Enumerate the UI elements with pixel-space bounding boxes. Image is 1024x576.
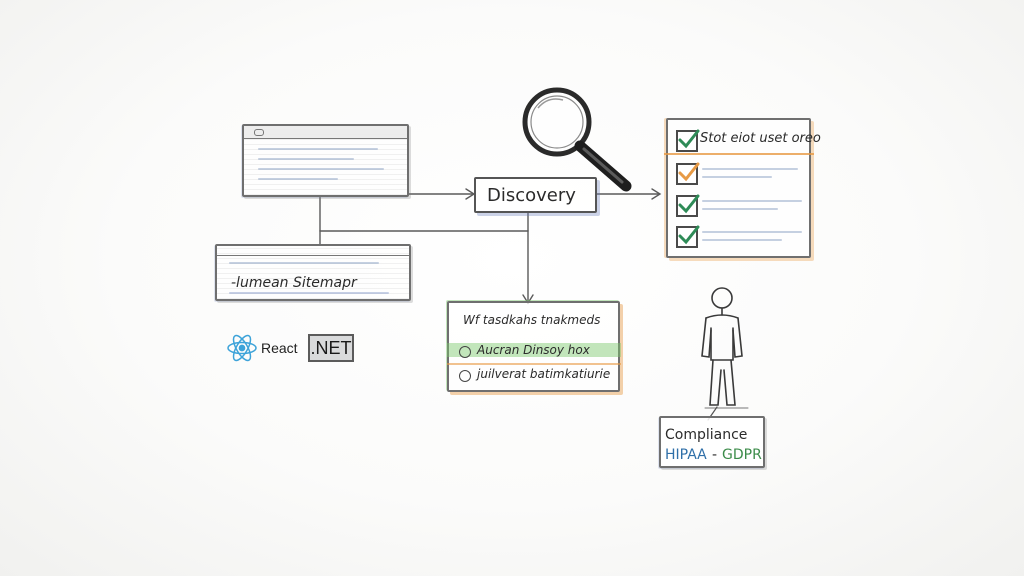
react-icon [227, 334, 257, 362]
checkbox-3[interactable] [676, 194, 700, 217]
gdpr-label: GDPR [722, 447, 762, 463]
compliance-separator: - [712, 447, 718, 463]
browser-window [242, 124, 409, 197]
task-radio-1[interactable] [459, 346, 471, 358]
checklist-panel: Stot eiot uset oreo [664, 118, 821, 258]
discovery-label: Discovery [487, 185, 576, 206]
task-radio-2[interactable] [459, 370, 471, 382]
task-item-2: juilverat batimkatiurie [477, 367, 611, 381]
dotnet-badge: .NET [308, 334, 354, 362]
sitemap-box: -lumean Sitemapr [215, 244, 411, 301]
checkbox-2[interactable] [676, 162, 700, 185]
hipaa-label: HIPAA [665, 447, 707, 463]
checkbox-1[interactable] [676, 129, 700, 152]
task-item-1: Aucran Dinsoy hox [477, 343, 590, 357]
checklist-title: Stot eiot uset oreo [700, 131, 821, 146]
magnifier-icon [522, 87, 632, 192]
person-figure-icon [701, 287, 749, 421]
sitemap-titlebar [217, 246, 409, 256]
browser-dot [254, 129, 264, 136]
react-label: React [261, 340, 298, 356]
compliance-box: Compliance HIPAA - GDPR [659, 416, 765, 468]
discovery-box: Discovery [474, 177, 597, 213]
sitemap-label: -lumean Sitemapr [231, 275, 357, 291]
tasks-orange-line [447, 363, 621, 365]
checkbox-4[interactable] [676, 225, 700, 248]
compliance-title: Compliance [665, 427, 748, 443]
tasks-green-highlight [447, 343, 621, 357]
checklist-accent-line [664, 153, 814, 155]
browser-titlebar [244, 126, 407, 139]
tasks-panel: Wf tasdkahs tnakmeds Aucran Dinsoy hox j… [447, 301, 621, 392]
tasks-title: Wf tasdkahs tnakmeds [463, 313, 601, 327]
